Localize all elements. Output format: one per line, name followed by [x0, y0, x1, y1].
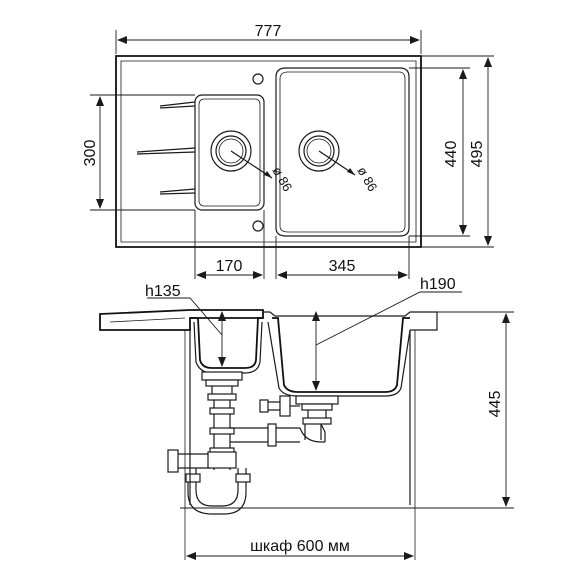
- siphon: [167, 395, 326, 515]
- small-bowl-section: [190, 317, 263, 369]
- small-bowl-height-label: 300: [82, 140, 99, 167]
- large-bowl-depth-label: h190: [420, 276, 456, 293]
- drainer-groove-3: [159, 188, 196, 193]
- large-drain: [298, 130, 356, 176]
- drainer-groove-2: [136, 147, 196, 153]
- overall-depth-label: 495: [469, 141, 486, 168]
- small-bowl-depth-label: h135: [145, 283, 181, 300]
- overall-width-label: 777: [255, 23, 282, 40]
- side-view: h135 h190: [99, 276, 514, 560]
- small-bowl-width-label: 170: [216, 258, 243, 275]
- small-drain: [210, 130, 273, 179]
- cabinet-width-label: шкаф 600 мм: [250, 538, 350, 555]
- drain-diameter-large-label: ø 86: [354, 164, 380, 194]
- installation-height-label: 445: [487, 391, 504, 418]
- drainer-groove-1: [159, 101, 196, 107]
- countertop: [99, 309, 264, 331]
- small-bowl: [194, 94, 265, 211]
- bowl-depth-label: 440: [443, 141, 460, 168]
- sink-outline: [115, 55, 422, 248]
- top-view: ø 86 ø 86 777 300 440 495 170 345: [82, 23, 494, 279]
- tap-hole-bottom: [252, 220, 264, 232]
- large-bowl: [275, 67, 410, 237]
- large-bowl-section: [272, 317, 410, 393]
- drain-diameter-small-label: ø 86: [269, 164, 295, 194]
- small-drain-section: [201, 371, 243, 401]
- large-drain-section: [295, 395, 339, 425]
- large-bowl-width-label: 345: [329, 258, 356, 275]
- tap-hole-top: [252, 73, 264, 85]
